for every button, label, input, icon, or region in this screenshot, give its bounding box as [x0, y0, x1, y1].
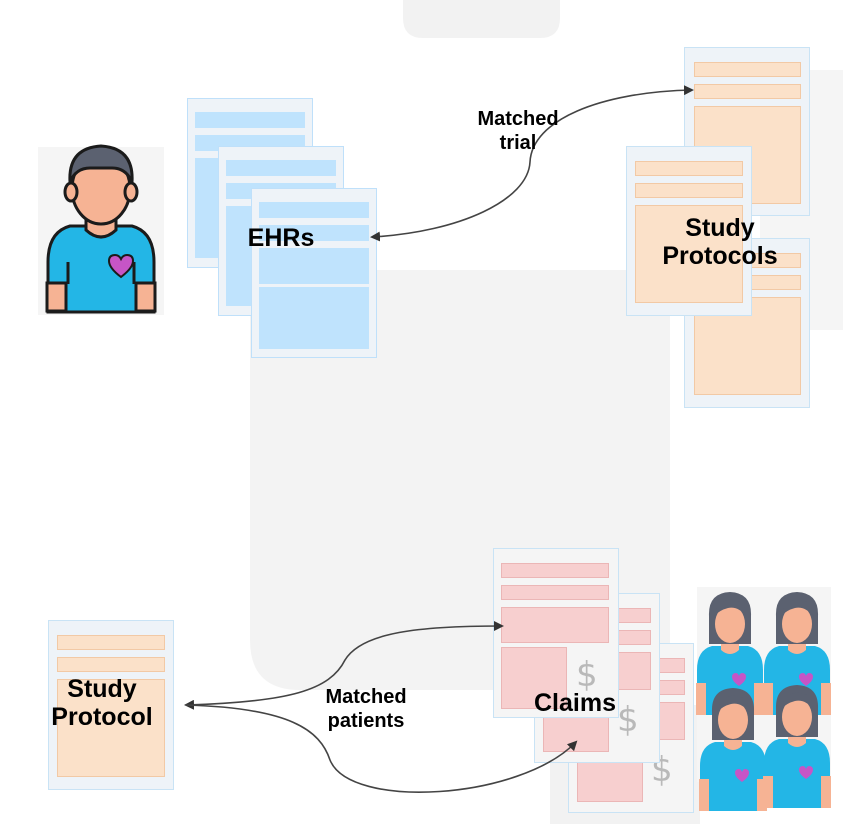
study-protocols-label-line2: Protocols [662, 241, 778, 270]
study-protocols-label: Study Protocols [650, 214, 790, 270]
matched-patients-label-line1: Matched [325, 686, 407, 708]
ehr-label: EHRs [247, 224, 315, 252]
dollar-symbol: $ [617, 700, 639, 740]
heart-icon [107, 253, 135, 279]
study-protocol-document [48, 620, 174, 790]
ehr-document-front [251, 188, 377, 358]
matched-patients-label-line2: patients [327, 710, 405, 732]
background-shape-top [403, 0, 560, 38]
matched-trial-label-line1: Matched [477, 108, 559, 130]
study-protocol-label: Study Protocol [36, 675, 168, 731]
study-protocol-label-line1: Study [67, 675, 137, 703]
claims-label: Claims [534, 689, 616, 717]
study-protocol-label-line2: Protocol [51, 702, 153, 731]
matched-trial-label-line2: trial [499, 132, 537, 154]
claims-document-front: $ [493, 548, 619, 718]
study-protocols-label-line1: Study [685, 214, 755, 242]
matched-trial-label: Matched trial [458, 107, 578, 155]
matched-patients-label: Matched patients [306, 685, 426, 733]
arrow-to-claims-top [184, 621, 504, 710]
arrow-to-claims-bottom [185, 704, 578, 793]
dollar-symbol: $ [576, 655, 598, 695]
